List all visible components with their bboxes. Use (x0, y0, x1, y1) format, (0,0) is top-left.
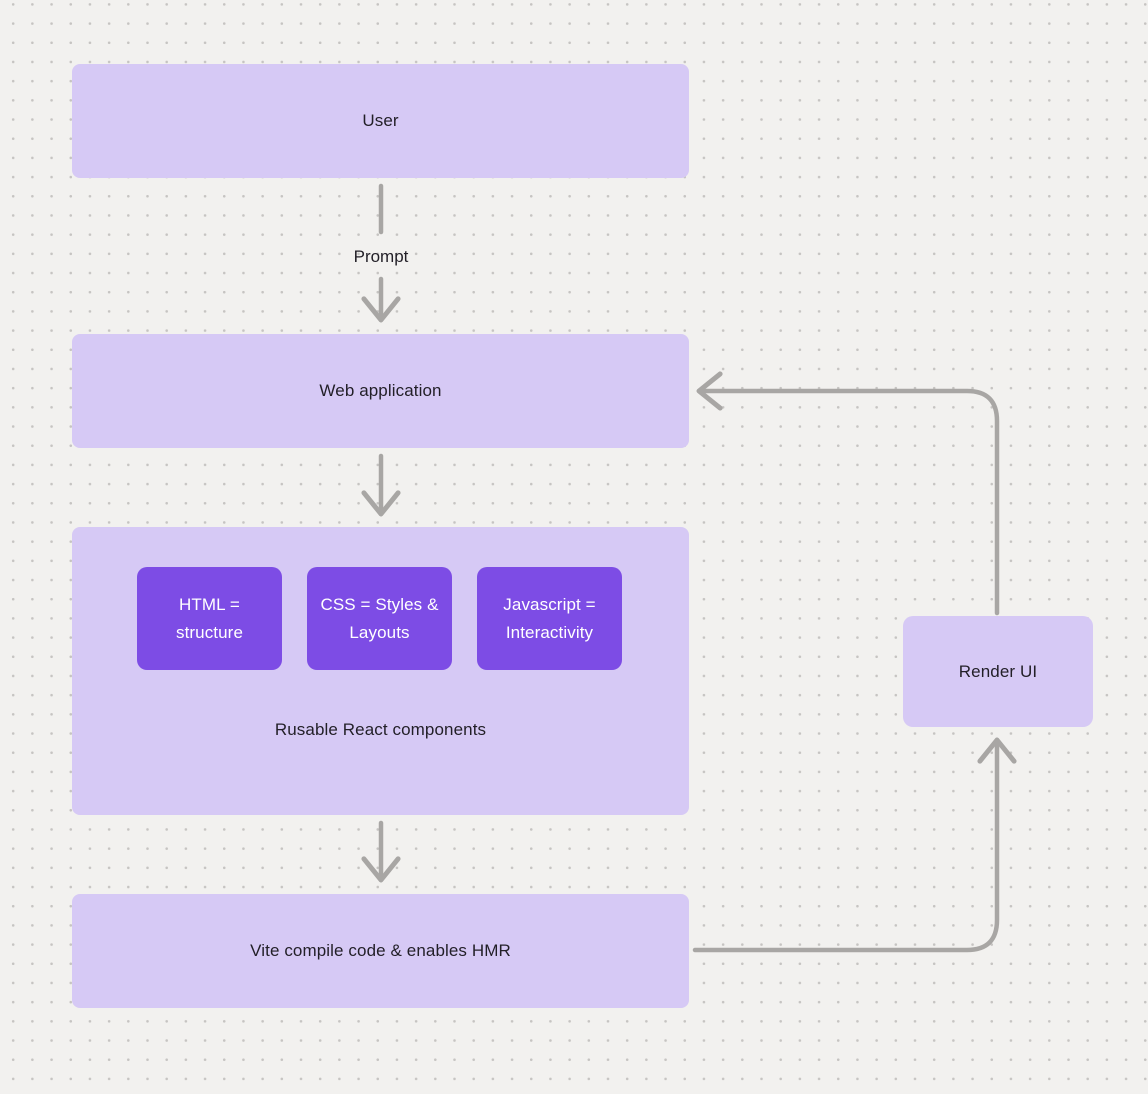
node-render-ui-label: Render UI (958, 661, 1038, 681)
node-html[interactable]: HTML = structure (137, 567, 282, 670)
node-css-label: CSS = Styles & Layouts (320, 594, 439, 642)
node-web-application-label: Web application (319, 381, 442, 400)
node-vite-label: Vite compile code & enables HMR (250, 941, 511, 960)
node-javascript-label: Javascript = Interactivity (503, 594, 596, 642)
react-group-row: HTML = structure CSS = Styles & Layouts … (137, 567, 622, 670)
node-javascript[interactable]: Javascript = Interactivity (477, 567, 622, 670)
node-html-label: HTML = structure (175, 594, 244, 642)
edge-renderui-to-webapp[interactable] (696, 371, 1000, 616)
node-user[interactable]: User (72, 64, 689, 178)
node-react-components-group[interactable]: HTML = structure CSS = Styles & Layouts … (72, 527, 689, 815)
edge-label-prompt: Prompt (353, 247, 409, 266)
react-group-caption: Rusable React components (274, 720, 487, 739)
edge-vite-to-renderui[interactable] (692, 737, 1017, 953)
node-web-application[interactable]: Web application (72, 334, 689, 448)
node-css[interactable]: CSS = Styles & Layouts (307, 567, 452, 670)
node-render-ui[interactable]: Render UI (903, 616, 1093, 727)
node-vite[interactable]: Vite compile code & enables HMR (72, 894, 689, 1008)
node-user-label: User (362, 111, 399, 130)
